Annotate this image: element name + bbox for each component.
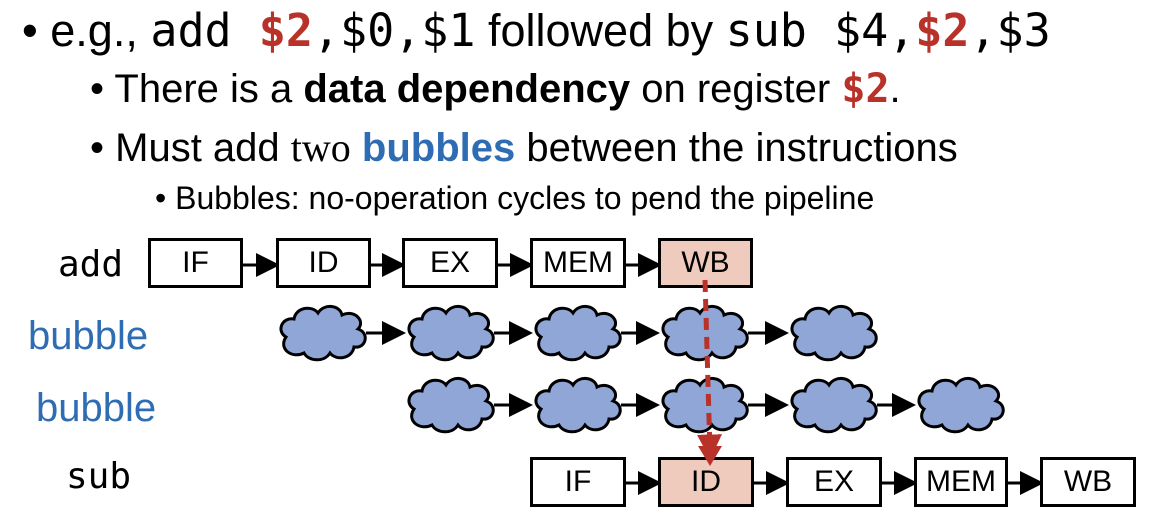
bullet-dot: •	[90, 67, 105, 111]
sub-stage-wb: WB	[1040, 457, 1136, 507]
bullet-dot: •	[22, 5, 38, 56]
add-stage-wb: WB	[658, 238, 753, 288]
row-label-bubble-2: bubble	[36, 386, 157, 430]
bullet-line-3: • Must add two bubbles between the instr…	[90, 124, 958, 171]
line3-text2: between the instructions	[515, 126, 958, 170]
line4-text: Bubbles: no-operation cycles to pend the…	[175, 180, 875, 216]
bubble-cloud	[407, 304, 495, 362]
line3-text1: Must add	[115, 126, 291, 170]
bullet-line-1: • e.g., add $2,$0,$1 followed by sub $4,…	[22, 4, 1051, 57]
two-term: two	[290, 125, 351, 170]
bubble-cloud	[407, 376, 495, 434]
line2-end: .	[889, 67, 901, 111]
add-stage-ex: EX	[402, 238, 498, 288]
line2-text2: on register	[630, 67, 842, 111]
sub-stage-mem: MEM	[914, 457, 1008, 507]
sub-stage-id: ID	[658, 457, 754, 507]
sub-operands: ,$3	[969, 4, 1051, 57]
bullet-line-2: • There is a data dependency on register…	[90, 66, 901, 112]
row-label-bubble-1: bubble	[28, 314, 149, 358]
bubble-cloud	[661, 304, 749, 362]
line1-middle: followed by	[475, 5, 726, 56]
add-operands: ,$0,$1	[312, 4, 476, 57]
row-label-sub: sub	[66, 456, 132, 497]
line1-prefix: e.g.,	[50, 5, 151, 56]
row-label-add: add	[58, 244, 124, 285]
bullet-line-4: • Bubbles: no-operation cycles to pend t…	[155, 180, 874, 217]
sub-mnemonic: sub $4,	[725, 4, 916, 57]
sub-stage-ex: EX	[786, 457, 882, 507]
bubble-cloud	[661, 376, 749, 434]
bubble-cloud	[534, 304, 622, 362]
dependency-register: $2	[258, 4, 313, 57]
bubble-cloud	[534, 376, 622, 434]
bubble-cloud	[917, 376, 1005, 434]
bullet-dot: •	[90, 126, 105, 170]
sub-stage-if: IF	[530, 457, 626, 507]
bubble-cloud	[279, 304, 367, 362]
add-mnemonic: add	[150, 4, 259, 57]
line2-text1: There is a	[114, 67, 304, 111]
bubble-cloud	[790, 304, 878, 362]
add-stage-mem: MEM	[530, 238, 626, 288]
bubbles-term: bubbles	[361, 126, 516, 170]
register-term: $2	[841, 66, 890, 112]
bullet-dot: •	[155, 180, 167, 216]
add-stage-id: ID	[276, 238, 371, 288]
dependency-register-2: $2	[915, 4, 970, 57]
data-dependency-term: data dependency	[303, 67, 631, 111]
bubble-cloud	[790, 376, 878, 434]
add-stage-if: IF	[148, 238, 243, 288]
